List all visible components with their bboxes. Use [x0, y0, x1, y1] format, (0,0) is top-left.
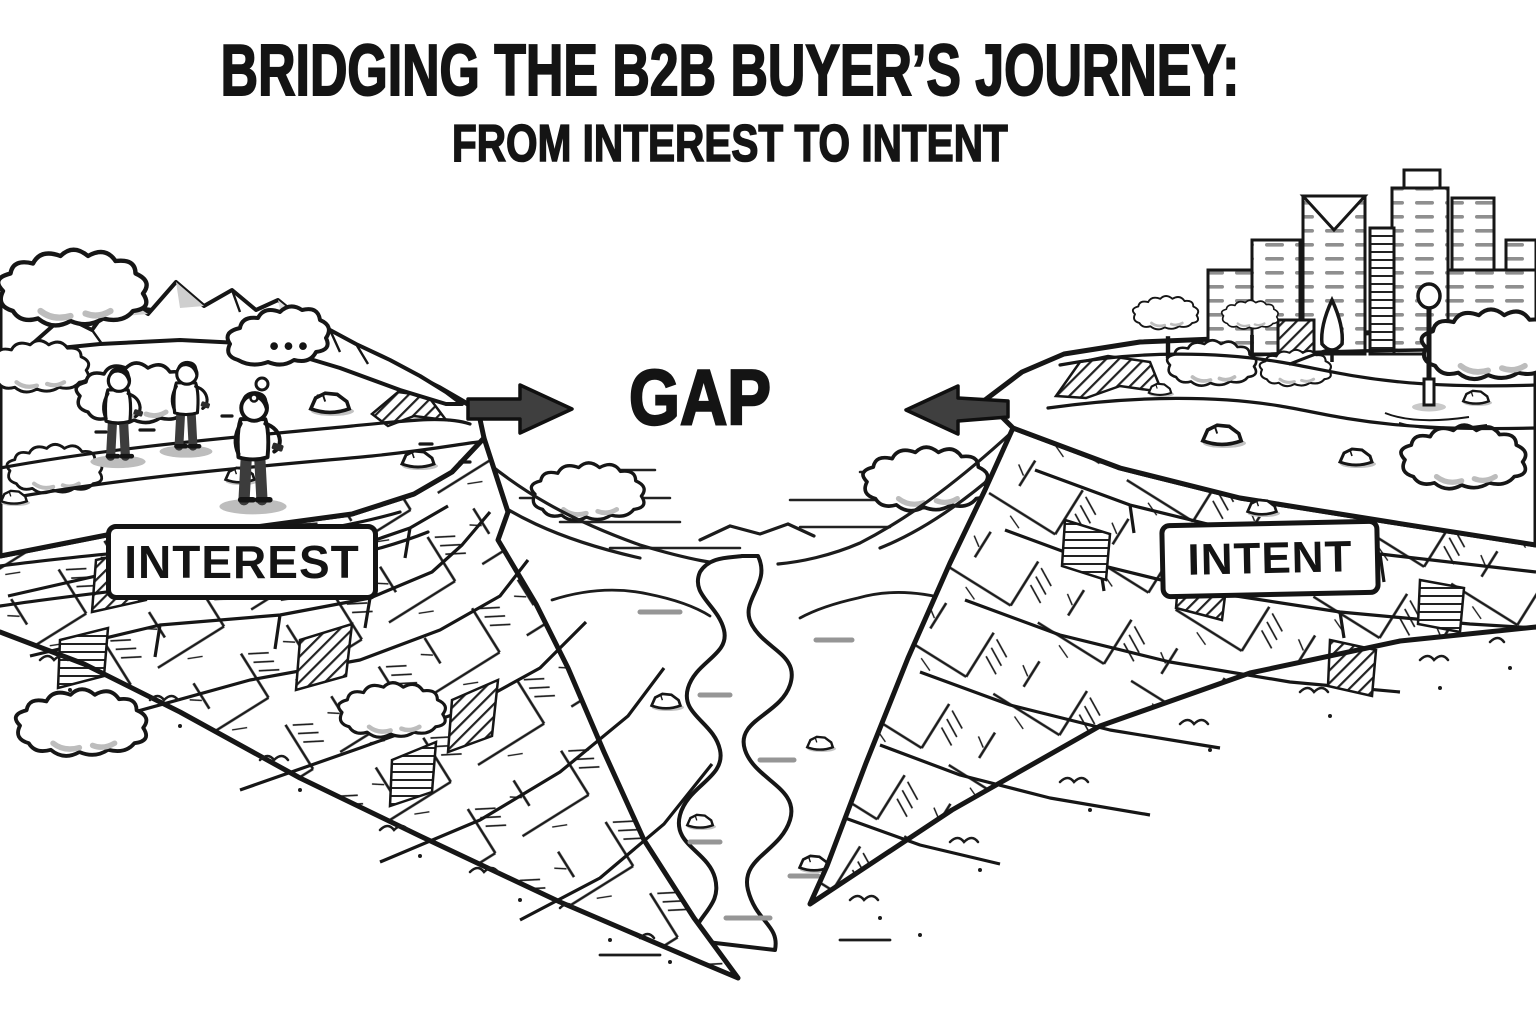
- water-shading: [637, 609, 855, 921]
- bush: [1401, 425, 1526, 489]
- canyon-rock: [806, 735, 838, 754]
- bush: [16, 689, 147, 756]
- river: [676, 554, 794, 952]
- intent-sign: INTENT: [1159, 518, 1381, 600]
- gap-label: GAP: [628, 352, 772, 442]
- grass-tufts: [848, 636, 1506, 902]
- cloud: [0, 341, 89, 392]
- page-title: BRIDGING THE B2B BUYER’S JOURNEY: FROM I…: [23, 30, 1438, 174]
- thought-bubble: [225, 304, 331, 403]
- thought-dots: •••: [269, 331, 313, 361]
- ground-specks: [68, 688, 672, 964]
- bush: [1165, 338, 1259, 388]
- title-line-1: BRIDGING THE B2B BUYER’S JOURNEY:: [220, 30, 1240, 112]
- bush: [1258, 348, 1333, 388]
- distant-canyon-walls: [450, 430, 1014, 568]
- ground-specks: [878, 666, 1512, 937]
- canyon-interior: [450, 430, 1014, 957]
- cloud: [531, 463, 644, 521]
- arrow-right-icon: [466, 383, 574, 435]
- river-banks: [550, 588, 952, 957]
- grass-tufts: [38, 654, 656, 940]
- cloud: [0, 250, 147, 326]
- bush: [339, 683, 446, 738]
- title-line-2: FROM INTEREST TO INTENT: [451, 114, 1008, 174]
- arrow-left-icon: [904, 384, 1010, 436]
- layered-rock: [1060, 518, 1466, 634]
- interest-sign: INTEREST: [106, 524, 378, 600]
- canyon-rock: [650, 692, 686, 713]
